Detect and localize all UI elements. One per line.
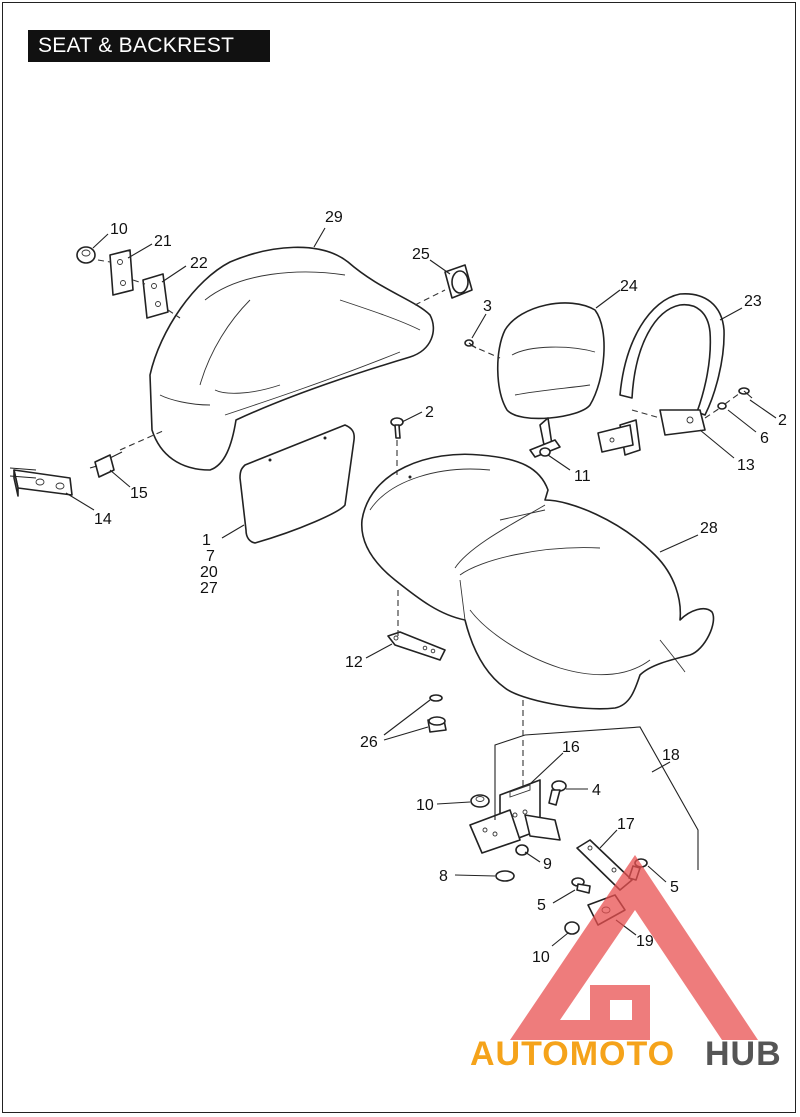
part-15-stud <box>89 451 123 478</box>
part-8-clip <box>495 870 515 882</box>
callout-2-center: 2 <box>425 404 434 421</box>
callout-10: 10 <box>110 221 128 238</box>
callout-28: 28 <box>700 520 718 537</box>
callout-18: 18 <box>662 747 680 764</box>
part-2-screw-right <box>738 387 753 399</box>
callout-17: 17 <box>617 816 635 833</box>
callout-13: 13 <box>737 457 755 474</box>
leader-lines <box>65 227 777 947</box>
callout-12: 12 <box>345 654 363 671</box>
group-bracket-18 <box>494 726 699 870</box>
callout-14: 14 <box>94 511 112 528</box>
callout-25: 25 <box>412 246 430 263</box>
callout-23: 23 <box>744 293 762 310</box>
alignment-lines <box>97 259 741 790</box>
callout-16: 16 <box>562 739 580 756</box>
part-26-nut-washer <box>427 694 447 733</box>
callout-labels: 29 10 21 22 25 3 24 23 2 2 6 13 11 15 14… <box>94 209 787 966</box>
watermark-text-hub: HUB <box>705 1035 782 1073</box>
watermark-text: AUTOMOTO HUB <box>470 1035 782 1073</box>
callout-7: 7 <box>206 548 215 565</box>
part-6-washer <box>717 402 727 410</box>
callout-29: 29 <box>325 209 343 226</box>
callout-5-left: 5 <box>537 897 546 914</box>
part-5-bolt-left <box>571 877 591 894</box>
part-10-nut-middle <box>470 794 490 808</box>
part-25-bushing <box>444 264 473 299</box>
callout-5-right: 5 <box>670 879 679 896</box>
part-9-nut <box>515 844 529 856</box>
part-22-plate <box>142 273 169 319</box>
callout-11: 11 <box>574 468 591 485</box>
part-28-main-seat <box>360 453 715 710</box>
watermark-text-automoto: AUTOMOTO <box>470 1035 675 1073</box>
callout-8: 8 <box>439 868 448 885</box>
part-1-pad <box>239 424 355 544</box>
callout-27: 27 <box>200 580 218 597</box>
callout-26: 26 <box>360 734 378 751</box>
part-24-passenger-backrest <box>496 302 605 458</box>
part-29-backrest-pad <box>149 246 435 471</box>
callout-24: 24 <box>620 278 638 295</box>
callout-4: 4 <box>592 782 601 799</box>
callout-22: 22 <box>190 255 208 272</box>
part-23-upright <box>597 293 725 456</box>
callout-10-bottom: 10 <box>532 949 550 966</box>
part-10-nut-bottom <box>564 921 580 935</box>
part-10-nut <box>76 246 96 264</box>
watermark-triangle-icon <box>510 855 758 1040</box>
page-title: SEAT & BACKREST <box>28 30 270 62</box>
part-12-bracket <box>387 631 446 661</box>
callout-3: 3 <box>483 298 492 315</box>
callout-9: 9 <box>543 856 552 873</box>
callout-21: 21 <box>154 233 172 250</box>
part-16-bracket <box>469 779 561 854</box>
callout-1: 1 <box>202 532 211 549</box>
part-14-bracket <box>9 467 73 497</box>
part-4-bolt <box>548 780 567 806</box>
part-21-plate <box>109 249 134 296</box>
part-11-fastener <box>539 447 551 457</box>
callout-20: 20 <box>200 564 218 581</box>
part-2-screw-center <box>390 417 404 439</box>
callout-10-middle: 10 <box>416 797 434 814</box>
watermark-logo <box>510 855 758 1040</box>
callout-2-right: 2 <box>778 412 787 429</box>
callout-15: 15 <box>130 485 148 502</box>
callout-6: 6 <box>760 430 769 447</box>
callout-19: 19 <box>636 933 654 950</box>
